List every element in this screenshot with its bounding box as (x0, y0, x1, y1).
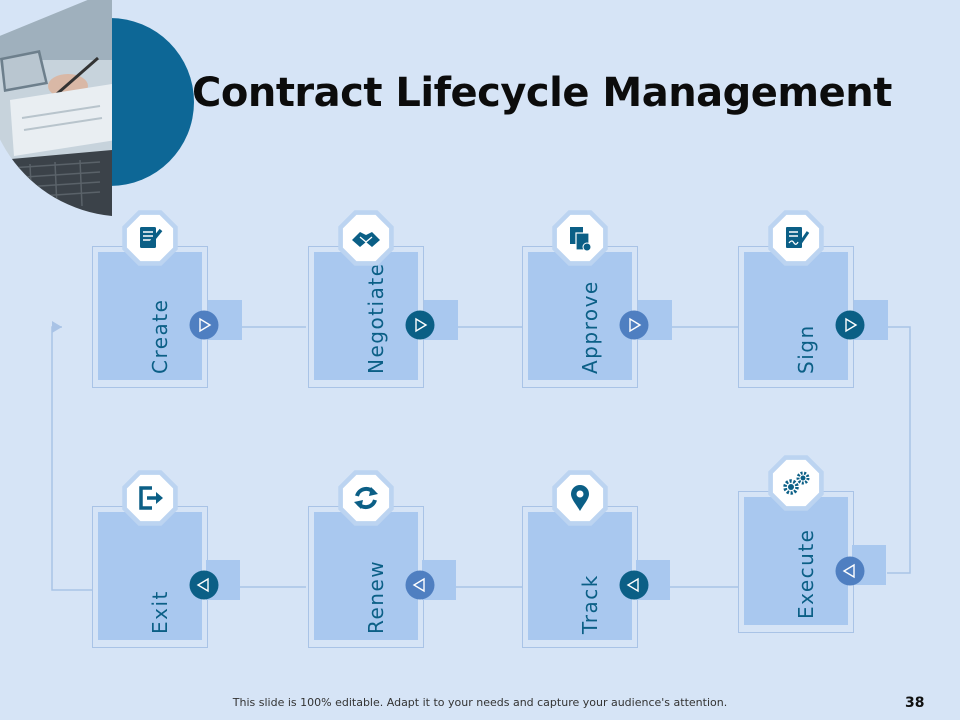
stage-panel (744, 497, 848, 625)
stage-panel (744, 252, 848, 380)
stage-label: Create (148, 298, 172, 374)
reverse-arrow-icon[interactable] (619, 570, 649, 600)
documents-icon (552, 210, 608, 266)
stage-panel (528, 252, 632, 380)
header-photo (0, 0, 200, 220)
connector-exit-create (51, 326, 92, 591)
gears-icon (768, 455, 824, 511)
stage-execute: Execute (738, 455, 886, 633)
stage-label: Track (578, 574, 602, 634)
stage-approve: Approve (522, 210, 672, 388)
sign-document-icon (768, 210, 824, 266)
stage-track: Track (522, 470, 670, 648)
stage-renew: Renew (308, 470, 456, 648)
exit-icon (122, 470, 178, 526)
page-number: 38 (905, 695, 925, 711)
play-arrow-icon[interactable] (619, 310, 649, 340)
stage-panel (528, 512, 632, 640)
stage-negotiate: Negotiate (308, 210, 458, 388)
stage-label: Exit (148, 590, 172, 634)
footer-note: This slide is 100% editable. Adapt it to… (232, 696, 728, 709)
stage-exit: Exit (92, 470, 240, 648)
stage-panel (98, 512, 202, 640)
stage-label: Execute (794, 528, 818, 619)
stage-label: Negotiate (364, 262, 388, 375)
reverse-arrow-icon[interactable] (189, 570, 219, 600)
stage-create: Create (92, 210, 242, 388)
refresh-icon (338, 470, 394, 526)
slide-title: Contract Lifecycle Management (192, 70, 892, 116)
play-arrow-icon[interactable] (835, 310, 865, 340)
reverse-arrow-icon[interactable] (405, 570, 435, 600)
location-pin-icon (552, 470, 608, 526)
stage-panel (314, 252, 418, 380)
stage-panel (98, 252, 202, 380)
play-arrow-icon[interactable] (405, 310, 435, 340)
connector-sign-execute (887, 326, 911, 574)
stage-label: Approve (578, 280, 602, 374)
stage-label: Sign (794, 324, 818, 374)
play-arrow-icon[interactable] (189, 310, 219, 340)
handshake-icon (338, 210, 394, 266)
accent-half-circle (110, 18, 194, 186)
stage-sign: Sign (738, 210, 888, 388)
reverse-arrow-icon[interactable] (835, 556, 865, 586)
stage-panel (314, 512, 418, 640)
loop-arrowhead (52, 321, 62, 333)
edit-document-icon (122, 210, 178, 266)
stage-label: Renew (364, 559, 388, 634)
